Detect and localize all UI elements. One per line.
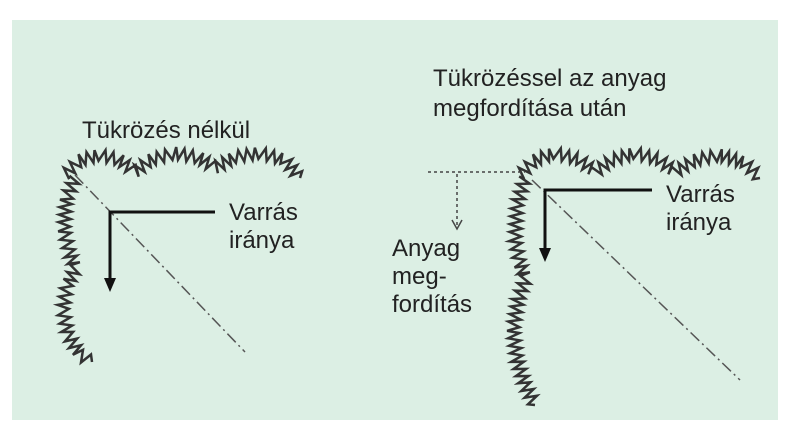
flip-label-line3: fordítás — [392, 291, 473, 318]
right-side-zigzag-stitch — [504, 175, 541, 407]
flip-label-line2: meg- — [392, 263, 447, 290]
left-direction-label-line1: Varrás — [229, 199, 298, 226]
left-direction-label-line2: iránya — [229, 227, 295, 254]
right-diagram — [428, 144, 761, 407]
left-diagram — [52, 144, 305, 366]
left-side-zigzag-stitch — [52, 174, 94, 366]
left-top-zigzag-stitch — [61, 144, 305, 180]
right-arrow-head — [539, 248, 551, 262]
right-title-line1: Tükrözéssel az anyag — [433, 65, 667, 92]
right-sewing-direction-arrow — [543, 188, 652, 252]
right-top-zigzag-stitch — [516, 144, 761, 181]
right-direction-label-line2: iránya — [666, 209, 732, 236]
left-arrow-head — [104, 278, 116, 292]
right-title-line2: megfordítása után — [433, 95, 627, 122]
flip-arrow-head — [451, 219, 463, 231]
flip-label-line1: Anyag — [392, 235, 461, 262]
left-sewing-direction-arrow — [108, 210, 215, 282]
right-mirror-axis — [531, 179, 741, 381]
right-direction-label-line1: Varrás — [666, 181, 735, 208]
left-mirror-axis — [74, 174, 246, 353]
left-title: Tükrözés nélkül — [82, 117, 251, 144]
diagram-background — [12, 20, 778, 420]
